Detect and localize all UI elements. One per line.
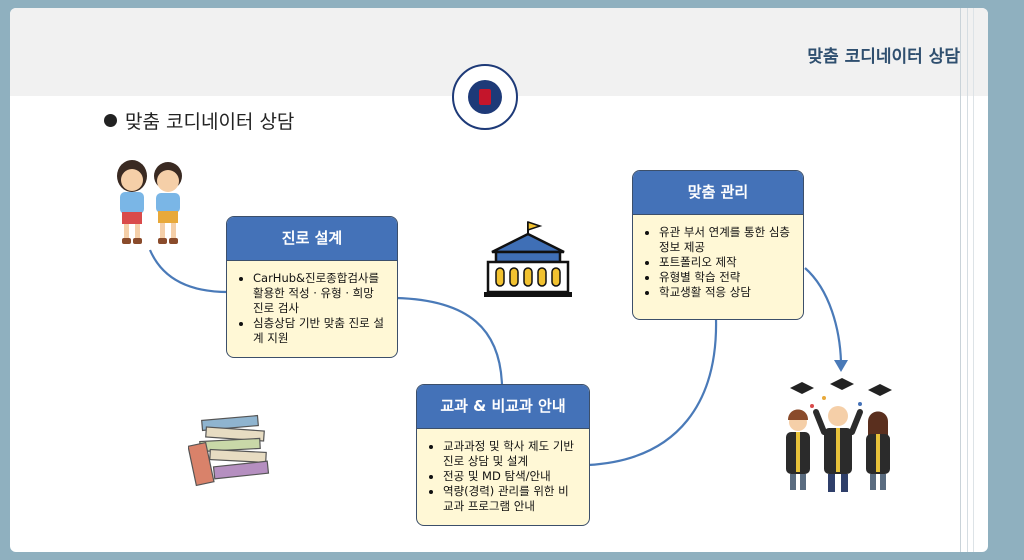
section-title-text: 맞춤 코디네이터 상담 bbox=[125, 111, 295, 133]
custom-management-list: 유관 부서 연계를 통한 심층 정보 제공 포트폴리오 제작 유형별 학습 전략… bbox=[633, 215, 803, 300]
header-title: 맞춤 코디네이터 상담 bbox=[807, 47, 960, 67]
graduates-icon bbox=[786, 378, 892, 492]
university-logo-icon bbox=[452, 64, 518, 130]
list-item: 학교생활 적응 상담 bbox=[659, 285, 793, 300]
curriculum-guide-title: 교과 & 비교과 안내 bbox=[417, 385, 589, 429]
arrowhead-icon bbox=[834, 360, 848, 372]
list-item: 유형별 학습 전략 bbox=[659, 270, 793, 285]
list-item: 교과과정 및 학사 제도 기반 진로 상담 및 설계 bbox=[443, 439, 579, 469]
career-design-list: CarHub&진로종합검사를 활용한 적성 · 유형 · 희망 진로 검사 심층… bbox=[227, 261, 397, 346]
curriculum-guide-box: 교과 & 비교과 안내 교과과정 및 학사 제도 기반 진로 상담 및 설계 전… bbox=[416, 384, 590, 526]
connector-career-curriculum bbox=[395, 296, 504, 386]
custom-management-title: 맞춤 관리 bbox=[633, 171, 803, 215]
list-item: 심층상담 기반 맞춤 진로 설계 지원 bbox=[253, 316, 387, 346]
list-item: 포트폴리오 제작 bbox=[659, 255, 793, 270]
career-design-title: 진로 설계 bbox=[227, 217, 397, 261]
connector-children-career bbox=[148, 249, 229, 294]
list-item: 유관 부서 연계를 통한 심층 정보 제공 bbox=[659, 225, 793, 255]
connector-custom-graduates bbox=[804, 267, 843, 363]
custom-management-box: 맞춤 관리 유관 부서 연계를 통한 심층 정보 제공 포트폴리오 제작 유형별… bbox=[632, 170, 804, 320]
list-item: 전공 및 MD 탐색/안내 bbox=[443, 469, 579, 484]
list-item: 역량(경력) 관리를 위한 비교과 프로그램 안내 bbox=[443, 484, 579, 514]
career-design-box: 진로 설계 CarHub&진로종합검사를 활용한 적성 · 유형 · 희망 진로… bbox=[226, 216, 398, 358]
bullet-icon bbox=[104, 114, 117, 127]
page-edge-lines bbox=[960, 8, 983, 552]
children-icon bbox=[117, 160, 182, 244]
curriculum-guide-list: 교과과정 및 학사 제도 기반 진로 상담 및 설계 전공 및 MD 탐색/안내… bbox=[417, 429, 589, 514]
books-icon bbox=[188, 414, 270, 487]
connector-curriculum-custom bbox=[587, 317, 718, 467]
school-building-icon bbox=[484, 220, 572, 297]
list-item: CarHub&진로종합검사를 활용한 적성 · 유형 · 희망 진로 검사 bbox=[253, 271, 387, 316]
section-title: 맞춤 코디네이터 상담 bbox=[104, 107, 294, 134]
side-tab bbox=[990, 360, 1024, 480]
